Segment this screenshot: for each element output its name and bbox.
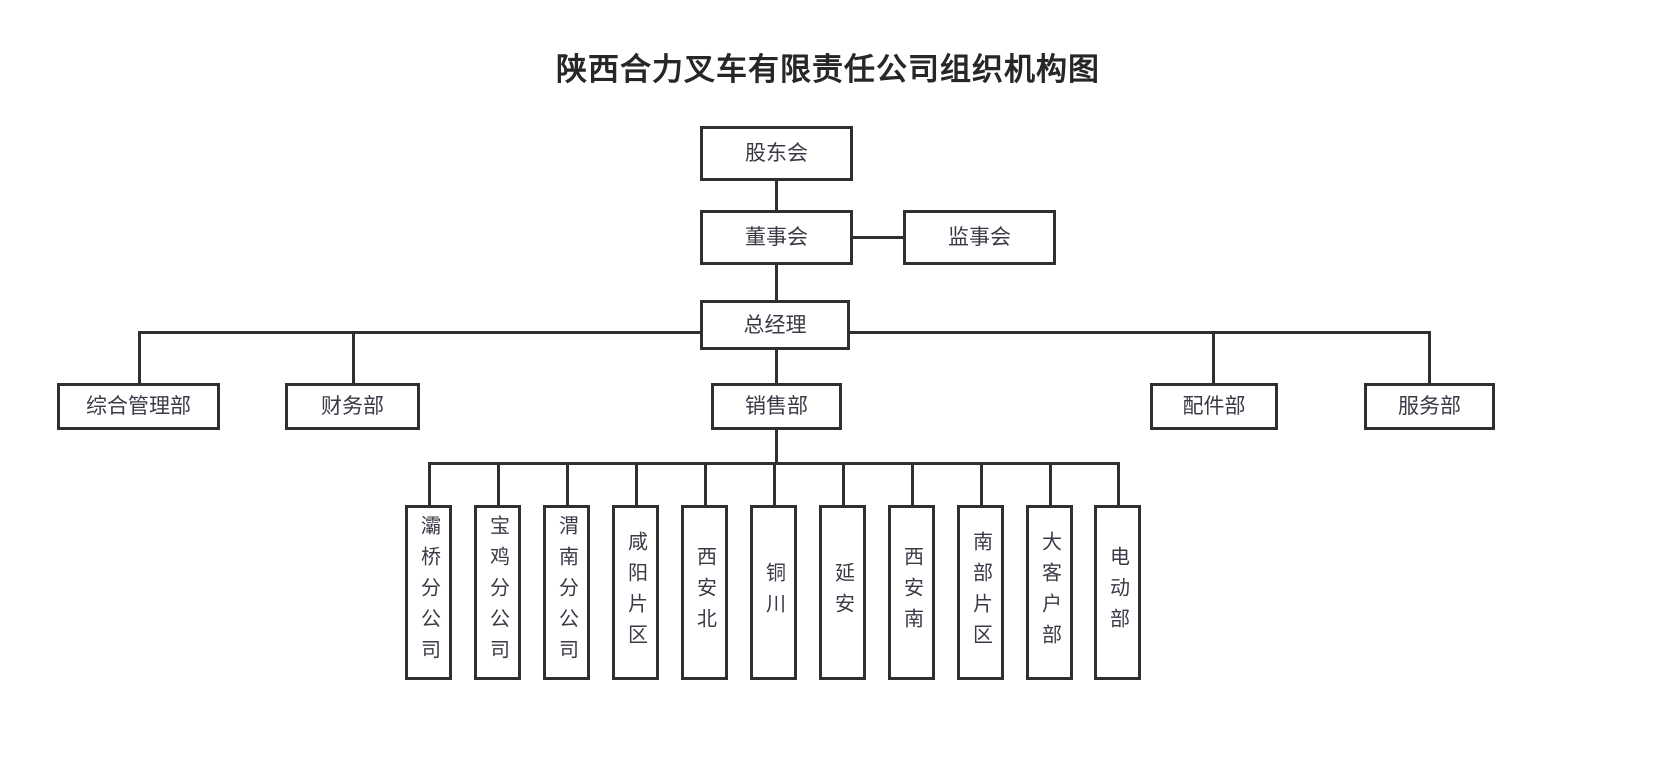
- node-sales-unit-1-label: 宝鸡分公司: [486, 515, 509, 670]
- node-shareholders-label: 股东会: [745, 141, 808, 166]
- drop-sales-9: [1049, 462, 1052, 505]
- node-department-2[interactable]: 销售部: [711, 383, 842, 430]
- drop-sales-7: [911, 462, 914, 505]
- drop-sales-1: [497, 462, 500, 505]
- drop-sales-10: [1117, 462, 1120, 505]
- node-supervisors-label: 监事会: [948, 225, 1011, 250]
- node-department-0-label: 综合管理部: [86, 394, 191, 419]
- drop-sales-5: [773, 462, 776, 505]
- node-sales-unit-10[interactable]: 电动部: [1094, 505, 1141, 680]
- node-department-1[interactable]: 财务部: [285, 383, 420, 430]
- node-board-label: 董事会: [745, 225, 808, 250]
- node-department-0[interactable]: 综合管理部: [57, 383, 220, 430]
- connector-board-to-gm: [775, 265, 778, 300]
- drop-sales-4: [704, 462, 707, 505]
- drop-sales-0: [428, 462, 431, 505]
- node-sales-unit-4-label: 西安北: [693, 546, 716, 639]
- node-general-manager-label: 总经理: [743, 312, 807, 337]
- node-sales-unit-0-label: 灞桥分公司: [417, 515, 440, 670]
- node-sales-unit-9-label: 大客户部: [1038, 530, 1061, 655]
- node-sales-unit-8-label: 南部片区: [969, 530, 992, 655]
- node-sales-unit-5-label: 铜川: [762, 561, 785, 624]
- node-sales-unit-8[interactable]: 南部片区: [957, 505, 1004, 680]
- department-bus-left: [138, 331, 700, 334]
- node-sales-unit-3-label: 咸阳片区: [624, 530, 647, 655]
- drop-dept-1: [352, 331, 355, 383]
- node-sales-unit-4[interactable]: 西安北: [681, 505, 728, 680]
- node-department-4[interactable]: 服务部: [1364, 383, 1495, 430]
- page-title: 陕西合力叉车有限责任公司组织机构图: [556, 52, 1100, 87]
- node-sales-unit-2[interactable]: 渭南分公司: [543, 505, 590, 680]
- node-sales-unit-10-label: 电动部: [1106, 546, 1129, 639]
- drop-sales-3: [635, 462, 638, 505]
- node-sales-unit-7-label: 西安南: [900, 546, 923, 639]
- node-department-1-label: 财务部: [321, 394, 384, 419]
- node-sales-unit-0[interactable]: 灞桥分公司: [405, 505, 452, 680]
- node-department-3[interactable]: 配件部: [1150, 383, 1278, 430]
- node-department-4-label: 服务部: [1398, 394, 1461, 419]
- node-sales-unit-9[interactable]: 大客户部: [1026, 505, 1073, 680]
- drop-sales-8: [980, 462, 983, 505]
- node-board[interactable]: 董事会: [700, 210, 853, 265]
- node-sales-unit-2-label: 渭南分公司: [555, 515, 578, 670]
- drop-sales-6: [842, 462, 845, 505]
- node-sales-unit-3[interactable]: 咸阳片区: [612, 505, 659, 680]
- drop-dept-2: [775, 350, 778, 383]
- drop-sales-2: [566, 462, 569, 505]
- node-sales-unit-6[interactable]: 延安: [819, 505, 866, 680]
- node-sales-unit-7[interactable]: 西安南: [888, 505, 935, 680]
- connector-board-to-supervisors: [853, 236, 903, 239]
- node-shareholders[interactable]: 股东会: [700, 126, 853, 181]
- department-bus-right: [850, 331, 1430, 334]
- connector-shareholders-to-board: [775, 181, 778, 210]
- node-supervisors[interactable]: 监事会: [903, 210, 1056, 265]
- drop-dept-3: [1212, 331, 1215, 383]
- node-sales-unit-5[interactable]: 铜川: [750, 505, 797, 680]
- drop-dept-4: [1428, 331, 1431, 383]
- node-department-3-label: 配件部: [1182, 394, 1246, 419]
- node-sales-unit-1[interactable]: 宝鸡分公司: [474, 505, 521, 680]
- connector-sales-to-bus: [775, 430, 778, 463]
- node-general-manager[interactable]: 总经理: [700, 300, 850, 350]
- node-sales-unit-6-label: 延安: [831, 561, 854, 624]
- node-department-2-label: 销售部: [745, 394, 808, 419]
- drop-dept-0: [138, 331, 141, 383]
